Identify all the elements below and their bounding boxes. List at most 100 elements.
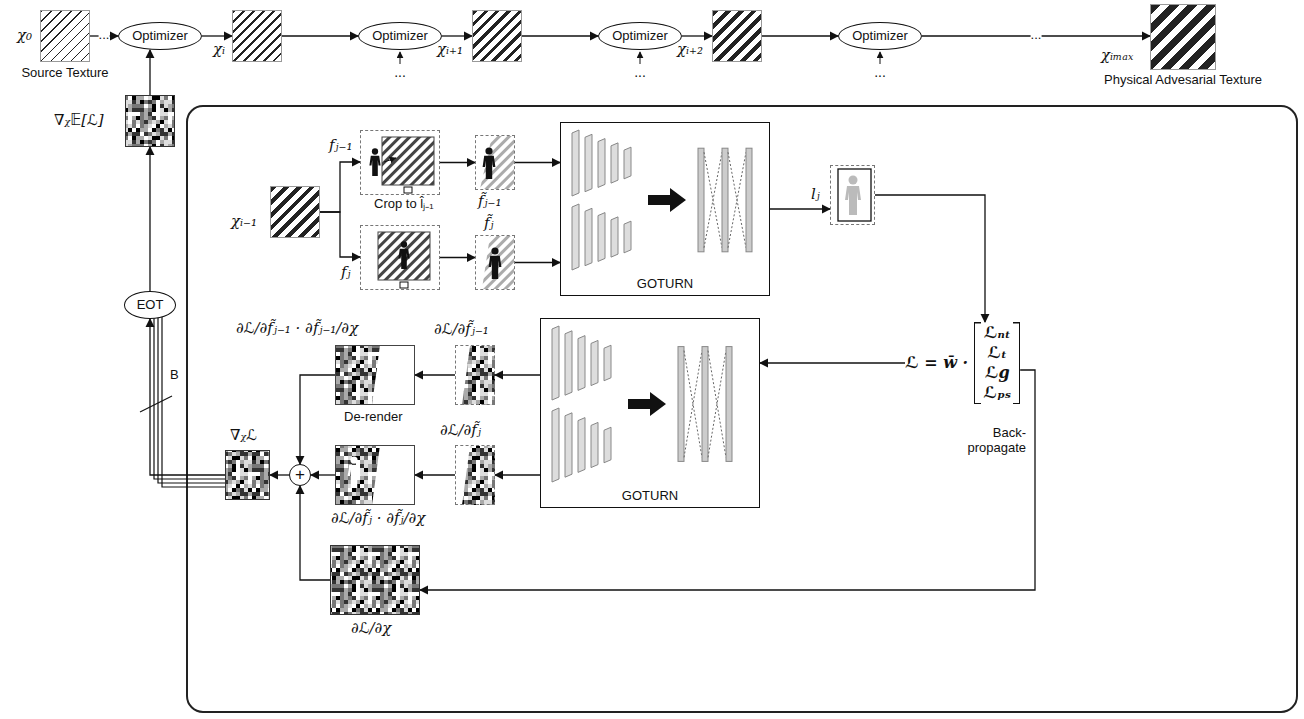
node-text: ∂ℒ/∂f̃ⱼ₋₁ · ∂f̃ⱼ₋₁/∂χ: [236, 320, 358, 337]
node-text: f̃ⱼ: [484, 215, 494, 232]
camera-frames: [369, 136, 871, 289]
node-text: χᵢ: [213, 41, 225, 58]
texture-gradient: ∂ℒ/∂χ: [330, 545, 420, 615]
flow-arrow: [420, 370, 1035, 590]
flow-arrow: [300, 375, 335, 464]
flow-arrow: [149, 50, 150, 95]
node-text: χᵢ₊₂: [677, 41, 703, 58]
goturn-illustration: [552, 130, 752, 482]
cropped-frame: f̃ⱼ₋₁: [475, 135, 515, 190]
vector-bracket: ℒₙₜℒₜℒgℒₚₛ: [974, 322, 1020, 404]
flow-arrow: [282, 35, 358, 36]
gradient-crop: ∂ℒ/∂f̃ⱼ: [455, 445, 495, 505]
loss-vector: ℒ = w̄ · ℒₙₜℒₜℒgℒₚₛ: [905, 322, 1020, 404]
batch-bundle: [140, 317, 225, 487]
gradient-crop: ∂ℒ/∂f̃ⱼ₋₁: [455, 345, 495, 405]
flow-arrow: [270, 474, 289, 475]
flow-arrow: [515, 162, 560, 163]
edge-label: ...: [1031, 28, 1042, 43]
node-text: fⱼ: [341, 264, 351, 281]
flow-arrow: [149, 147, 150, 291]
loss-term: ℒₚₛ: [983, 383, 1011, 403]
flow-arrow: [770, 208, 830, 209]
flow-arrow: [762, 35, 838, 36]
flow-arrow: [495, 374, 540, 375]
node-text: +: [295, 465, 305, 485]
node-text: ℒ = w̄ ·: [905, 353, 968, 373]
flow-arrow: [320, 212, 360, 257]
node-text: ∂ℒ/∂f̃ⱼ: [440, 422, 481, 439]
loss-term: ℒg: [985, 363, 1010, 383]
flow-arrow: [495, 474, 540, 475]
flow-arrow: [440, 257, 475, 258]
step-note: De-render: [342, 410, 405, 425]
node-text: ∂ℒ/∂f̃ⱼ₋₁: [434, 321, 489, 338]
texture-image: χᵢ₊₁: [472, 10, 522, 62]
goturn-network: GOTURN: [560, 122, 770, 296]
camera-frame: fⱼ₋₁: [360, 130, 440, 195]
optimizer: Optimizer: [838, 22, 922, 50]
texture-image: χᵢ₊₂: [712, 10, 762, 62]
edge-label: Back-propagate: [940, 426, 1028, 456]
node-text: χᵢₘₐₓ: [1101, 47, 1133, 64]
goturn-network: GOTURN: [540, 318, 760, 508]
flow-arrow: [415, 374, 455, 375]
pipeline-panel: [187, 106, 1297, 712]
texture-image: χᵢ: [232, 10, 282, 62]
flow-arrow: [415, 474, 455, 475]
node-text: ∇ᵪ𝔼[ℒ]: [54, 112, 104, 129]
node-text: lⱼ: [811, 186, 820, 203]
node-text: Optimizer: [372, 29, 428, 44]
flow-arrow: [440, 162, 475, 163]
flow-arrow: [760, 362, 905, 363]
sum-node: +: [289, 464, 311, 486]
total-gradient: ∇ᵪℒ: [225, 450, 270, 500]
node-text: fⱼ₋₁: [329, 137, 352, 154]
flow-arrow: [515, 262, 560, 263]
flow-arrow: [682, 35, 712, 36]
node-text: χ₀: [17, 27, 32, 44]
source-texture: χ₀Source Texture: [40, 10, 90, 62]
node-text: Optimizer: [852, 29, 908, 44]
ellipsis-mark: ...: [872, 64, 888, 80]
gradient-fills: [125, 95, 495, 615]
gradient-image: ∇ᵪ𝔼[ℒ]: [125, 95, 175, 147]
flow-arrow: [300, 486, 330, 580]
ellipsis-mark: ...: [392, 64, 408, 80]
derendered-gradient: ∂ℒ/∂f̃ⱼ₋₁ · ∂f̃ⱼ₋₁/∂χ: [335, 345, 415, 405]
optimizer: Optimizer: [358, 22, 442, 50]
loss-term: ℒₙₜ: [984, 323, 1011, 343]
ellipsis-mark: ...: [632, 64, 648, 80]
edge-label: B: [168, 368, 181, 383]
flow-arrow: [150, 319, 225, 475]
derendered-gradient: ∂ℒ/∂f̃ⱼ · ∂f̃ⱼ/∂χ: [335, 445, 415, 505]
node-text: ∇ᵪℒ: [230, 427, 257, 444]
eot-ellipse: EOT: [124, 291, 177, 319]
node-text: Physical Advesarial Texture: [1104, 73, 1262, 88]
flow-arrow: [311, 474, 335, 475]
node-text: ∂ℒ/∂χ: [351, 620, 391, 637]
node-text: Source Texture: [21, 66, 108, 81]
node-text: χᵢ₋₁: [231, 213, 257, 230]
flow-arrow: [202, 35, 232, 36]
node-text: Optimizer: [612, 29, 668, 44]
node-text: GOTURN: [541, 489, 759, 504]
flow-arrow: [442, 35, 472, 36]
optimizer: Optimizer: [118, 22, 202, 50]
loss-term: ℒₜ: [987, 343, 1007, 363]
texture-image: χᵢ₋₁: [270, 186, 320, 238]
node-text: EOT: [137, 298, 164, 313]
step-note: Crop to l̂ⱼ₋₁: [372, 197, 436, 212]
node-text: f̃ⱼ₋₁: [478, 193, 501, 210]
camera-frame: fⱼ: [360, 225, 440, 290]
node-text: GOTURN: [561, 277, 769, 292]
flow-arrow: [522, 35, 598, 36]
node-text: χᵢ₊₁: [437, 41, 463, 58]
adversarial-texture: χᵢₘₐₓPhysical Advesarial Texture: [1150, 4, 1216, 70]
edge-label: ...: [99, 28, 110, 43]
flow-arrow: [875, 195, 985, 322]
